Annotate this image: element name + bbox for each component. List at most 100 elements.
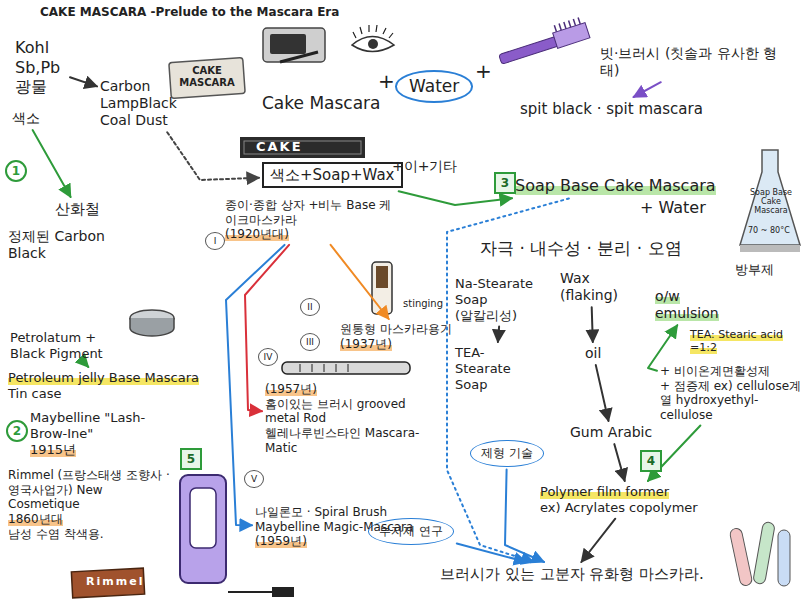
roman-marker: II [300,298,320,316]
grooved-rod [282,362,410,374]
text-line: Polymer film former [540,484,720,500]
plus-sign: + [475,60,492,83]
node-text: 원통형 마스카라용기 [340,322,452,336]
ratio-note: TEA: Stearic acid =1:2 [690,328,802,355]
node-text: Polymer film former [540,484,669,499]
text-line: Gum Arabic [570,424,652,441]
node-text: spit black · spit mascara [520,100,703,118]
node-text: 색소+Soap+Wax [270,166,395,184]
eye-iris [368,39,378,49]
cake-box-drawing [169,57,245,98]
node-text: Rimmel (프랑스태생 조향사 · 영국사업가) New Cosmetiqu… [8,468,170,511]
callout-number: 2 [6,420,28,442]
connector [648,325,677,371]
text-line: + Water [640,198,706,218]
flask-drawing [740,150,800,245]
text-line: spit black · spit mascara [520,100,703,118]
brush-drawing [495,16,590,66]
node-text: 1915년 [30,442,76,457]
text-line: TEA-Stearate Soap [455,345,537,393]
text-line: + 점증제 ex) cellulose계열 hydroxyethyl-cellu… [660,379,802,423]
text-line: Cake Mascara [262,93,381,114]
oil-note: oil [585,345,601,362]
node-text: + Water [640,198,706,217]
callout-number: 3 [494,172,516,194]
text-line: Petrolatum + Black Pigment [10,330,128,362]
cylinder-container [372,262,392,314]
text-line: TEA: Stearic acid =1:2 [690,328,802,355]
conclusion-note: 브러시가 있는 고분자 유화형 마스카라. [440,565,704,583]
history-note: (1957년)홈이있는 브러시 grooved metal Rod헬레나루빈스타… [265,382,437,455]
node-text: Carbon LampBlack Coal Dust [100,78,177,128]
roman-marker: III [300,333,320,351]
problem-note: 자극 · 내수성 · 분리 · 오염 [480,238,682,259]
compact-cake [270,34,306,54]
node-text: Kohl Sb,Pb 광물 [15,38,60,96]
flask-stand [740,245,800,252]
text-line: Maybelline Magic-Mascara [255,520,420,535]
node-text: 브러시가 있는 고분자 유화형 마스카라. [440,565,704,583]
node-text: 방부제 [735,262,774,277]
text-line: 산화철 [55,200,100,218]
node-text: + 비이온계면활성제 [660,364,770,378]
soap-note: Na-Stearate Soap(알칼리성) [455,276,547,324]
eye-drawing [352,37,394,52]
category-note: 색소 [12,110,40,127]
bar-caption: CAKE [256,140,303,155]
roman-marker: V [244,470,264,488]
node-text: Petrolatum + Black Pigment [10,330,103,361]
node-text: 헬레나루빈스타인 Mascara-Matic [265,426,419,455]
roman-marker: I [205,232,225,250]
connector [33,130,71,197]
text-line: 남성 수염 착색용. [8,527,173,542]
node-text: TEA: Stearic acid =1:2 [690,328,783,354]
research-oval: 제형 기술 [470,440,544,467]
text-line: Tin case [8,386,203,402]
node-text: 빗·브러시 (칫솔과 유사한 형태) [600,45,777,78]
rod-grooves [300,364,348,372]
polymer-note: Polymer film formerex) Acrylates copolym… [540,484,720,516]
text-line: Maybelline "Lash-Brow-Ine" [30,410,170,442]
node-text: Petroleum jelly Base Mascara [8,370,199,385]
cake-bar [240,137,365,158]
tin-body [130,318,174,336]
text-line: (1957년) [265,382,437,397]
test-tube [753,521,776,584]
connector [70,77,97,86]
node-text: 남성 수염 착색용. [8,527,103,541]
topic-note: Soap Base Cake Mascara [515,176,716,196]
rimmel-box [71,568,144,598]
node-text: Water [409,76,459,96]
text-line: 나일론모 · Spiral Brush [255,505,420,520]
flask-caption: 70 ~ 80°C [748,226,790,235]
text-line: 헬레나루빈스타인 Mascara-Matic [265,426,437,455]
node-text: (1957년) [265,382,317,396]
text-line: (1920년대) [225,227,397,242]
node-text: (알칼리성) [455,308,517,323]
history-note: 나일론모 · Spiral BrushMaybelline Magic-Masc… [255,505,420,549]
node-text: 제형 기술 [481,446,533,460]
connector [581,519,615,562]
text-line: Na-Stearate Soap [455,276,547,308]
text-line: 1915년 [30,442,170,458]
text-line: 홈이있는 브러시 grooved metal Rod [265,397,437,426]
connector [614,444,624,481]
text-line: (1959년) [255,534,420,549]
eye-lashes [353,25,393,38]
text-line: Wax (flaking) [560,270,622,304]
brush-handle [499,36,559,64]
text-line: oil [585,345,601,362]
text-line: 제형 기술 [481,446,533,461]
node-text: Maybelline "Lash-Brow-Ine" [30,410,145,441]
callout-number: 4 [640,450,662,472]
preservative-note: 방부제 [735,262,774,278]
history-note: Rimmel (프랑스태생 조향사 · 영국사업가) New Cosmetiqu… [8,468,173,541]
text-line: 1860년대 [8,512,173,527]
history-note: Maybelline "Lash-Brow-Ine"1915년 [30,410,170,458]
soap-note: TEA-Stearate Soap [455,345,537,393]
node-text: ex) Acrylates copolymer [540,500,698,515]
text-line: 빗·브러시 (칫솔과 유사한 형태) [600,45,795,79]
node-text: 자극 · 내수성 · 분리 · 오염 [480,238,682,258]
formula-box: 색소+Soap+Wax [262,162,403,188]
